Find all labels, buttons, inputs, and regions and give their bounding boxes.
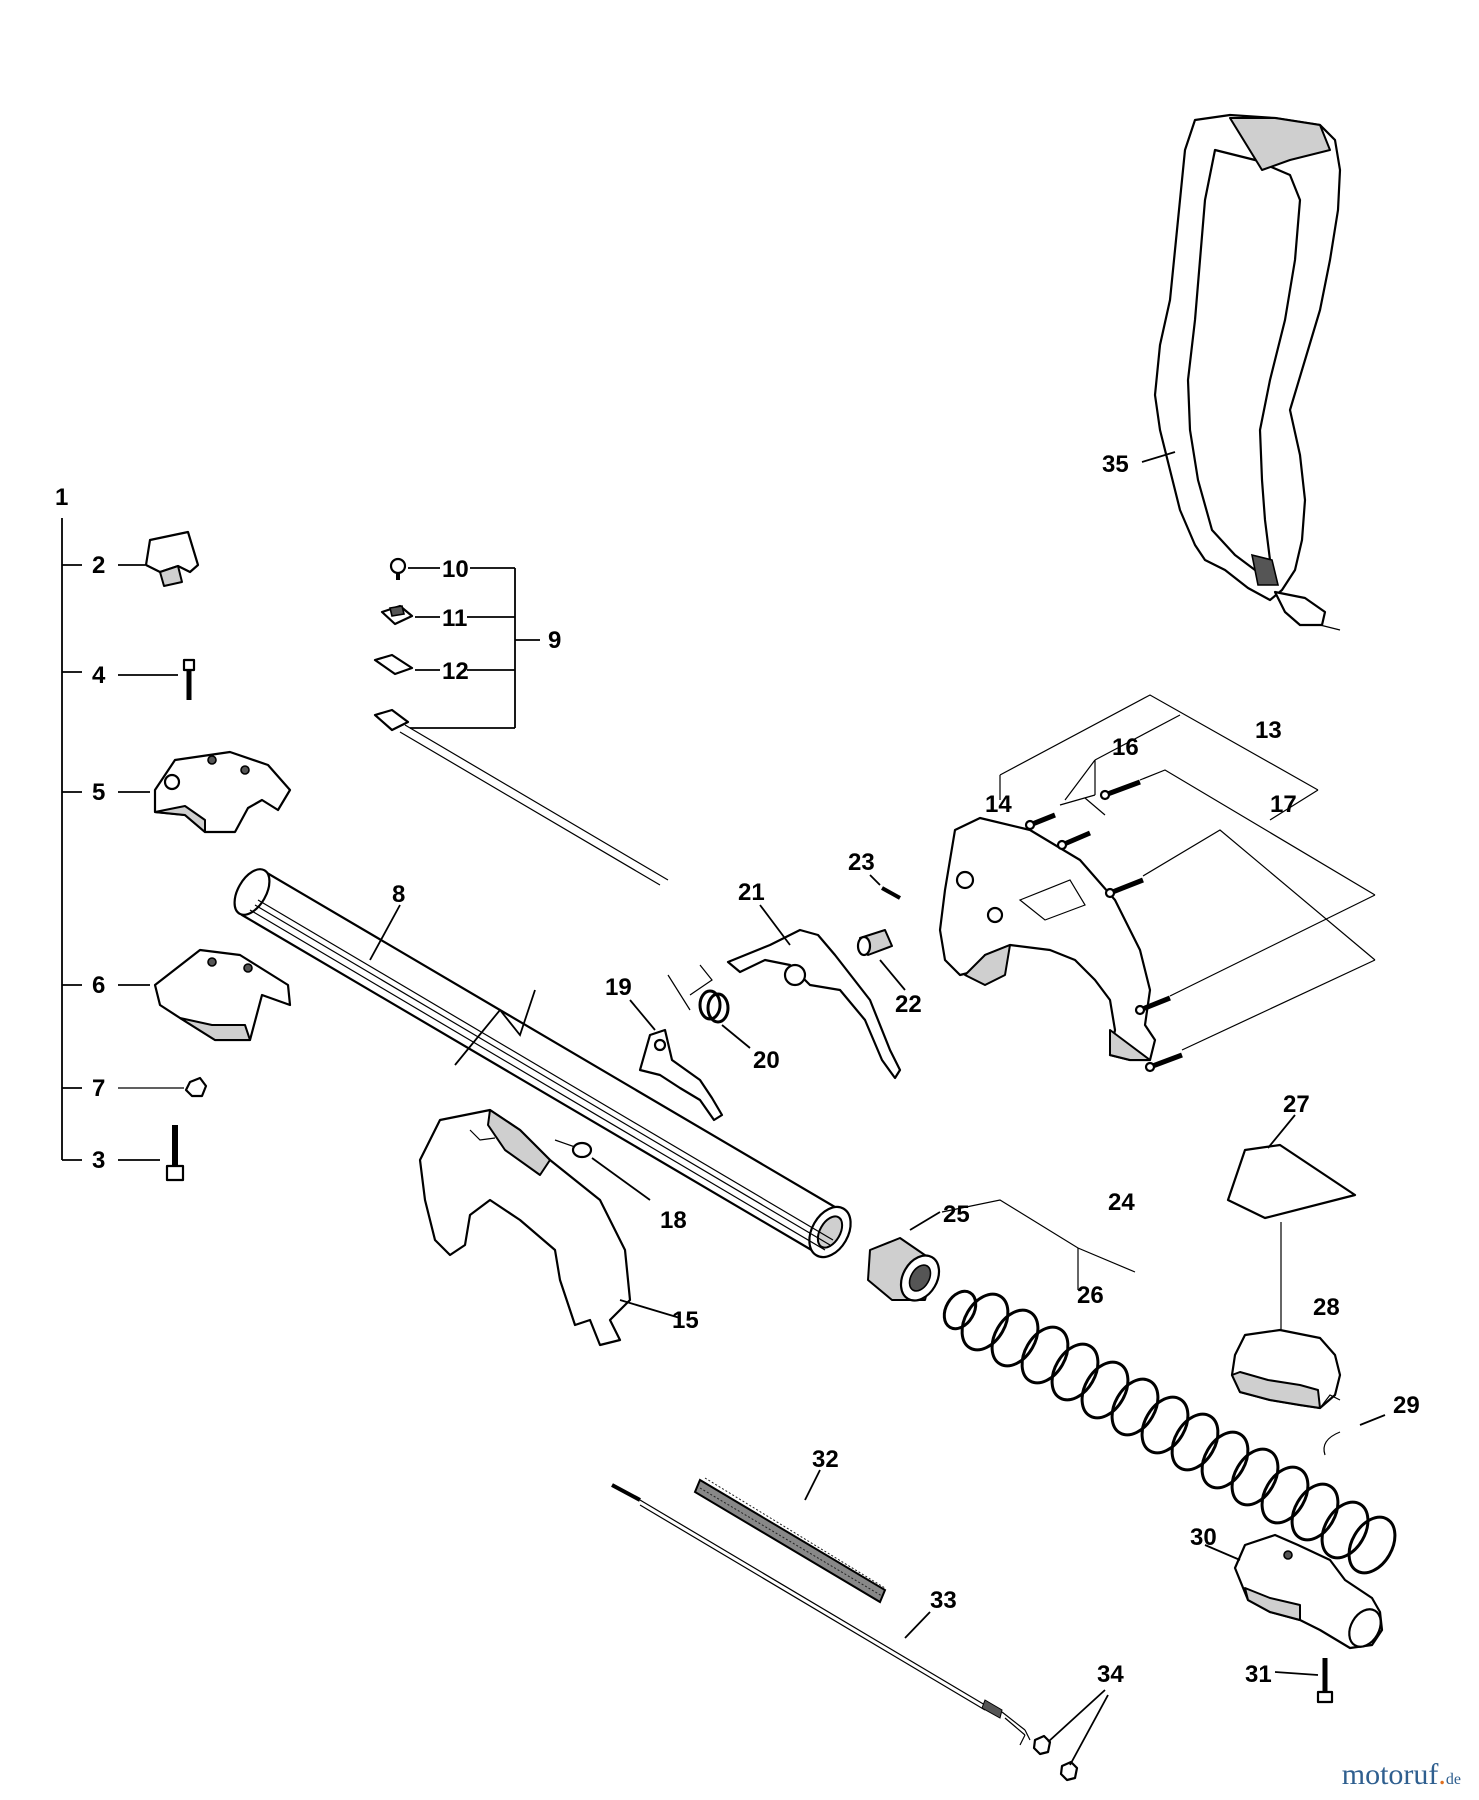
part-24-bracket: [941, 1199, 1136, 1290]
label-7: 7: [92, 1075, 105, 1102]
part-20-torsion-spring: [667, 964, 751, 1049]
label-35: 35: [1102, 451, 1129, 478]
screws-16-17: [1024, 779, 1183, 1073]
label-8: 8: [392, 881, 405, 908]
label-13: 13: [1255, 717, 1282, 744]
label-1: 1: [55, 484, 68, 511]
watermark-suffix: de: [1445, 1771, 1461, 1788]
part-30-shaft-end: [1204, 1533, 1384, 1650]
part-21-throttle-trigger: [726, 904, 902, 1080]
part-33-drive-shaft: [611, 1483, 1031, 1746]
part-15-handle: [418, 1108, 681, 1347]
part-8-shaft-tube: [233, 868, 852, 1259]
label-25: 25: [943, 1201, 970, 1228]
label-34: 34: [1097, 1661, 1124, 1688]
part-34-nuts: [1032, 1689, 1109, 1782]
label-20: 20: [753, 1047, 780, 1074]
part-6-lower-clamp: [118, 948, 292, 1042]
part-26-spring: [942, 1289, 1397, 1575]
part-7-nut: [118, 1076, 208, 1098]
label-2: 2: [92, 552, 105, 579]
part-31-screw: [1274, 1658, 1334, 1704]
label-9: 9: [548, 627, 561, 654]
part-25-bushing: [867, 1211, 941, 1302]
label-24: 24: [1108, 1189, 1135, 1216]
watermark-dot: .: [1438, 1758, 1446, 1791]
label-12: 12: [442, 658, 469, 685]
part-29-clip: [1323, 1414, 1386, 1456]
bracket-lines-13-16-17: [999, 694, 1376, 1051]
group-9-fasteners: [373, 557, 669, 886]
part-4-bolt: [118, 658, 196, 700]
watermark-main: motoruf: [1341, 1758, 1439, 1791]
label-30: 30: [1190, 1524, 1217, 1551]
label-26: 26: [1077, 1282, 1104, 1309]
label-19: 19: [605, 974, 632, 1001]
label-17: 17: [1270, 791, 1297, 818]
label-28: 28: [1313, 1294, 1340, 1321]
watermark-logo: motoruf.de: [1342, 1758, 1461, 1792]
part-23-pin: [869, 874, 901, 900]
label-31: 31: [1245, 1661, 1272, 1688]
part-22-roller: [856, 929, 906, 991]
label-32: 32: [812, 1446, 839, 1473]
label-10: 10: [442, 556, 469, 583]
part-labels: 1 2 4 5 6 7 3 10 11 12 9 8 13 16 14 17 2…: [55, 451, 1420, 1688]
label-5: 5: [92, 779, 105, 806]
label-23: 23: [848, 849, 875, 876]
part-32-drive-liner: [693, 1469, 887, 1604]
part-27-label: [1226, 1114, 1357, 1345]
group-bracket-1: [61, 518, 82, 1161]
label-14: 14: [985, 791, 1012, 818]
label-27: 27: [1283, 1091, 1310, 1118]
label-16: 16: [1112, 734, 1139, 761]
part-35-shoulder-strap: [1141, 113, 1342, 631]
label-11: 11: [442, 605, 467, 632]
label-29: 29: [1393, 1392, 1420, 1419]
label-4: 4: [92, 662, 106, 689]
label-21: 21: [738, 879, 765, 906]
label-3: 3: [92, 1147, 105, 1174]
part-14-housing: [938, 816, 1157, 1062]
label-22: 22: [895, 991, 922, 1018]
part-18-clip: [554, 1139, 651, 1201]
part-19-lever: [629, 999, 724, 1122]
part-5-upper-clamp: [118, 750, 292, 834]
label-18: 18: [660, 1207, 687, 1234]
part-2-knob: [118, 530, 200, 587]
label-15: 15: [672, 1307, 699, 1334]
part-28-cover: [1230, 1328, 1342, 1410]
part-3-long-bolt: [118, 1125, 185, 1182]
label-33: 33: [930, 1587, 957, 1614]
label-6: 6: [92, 972, 105, 999]
